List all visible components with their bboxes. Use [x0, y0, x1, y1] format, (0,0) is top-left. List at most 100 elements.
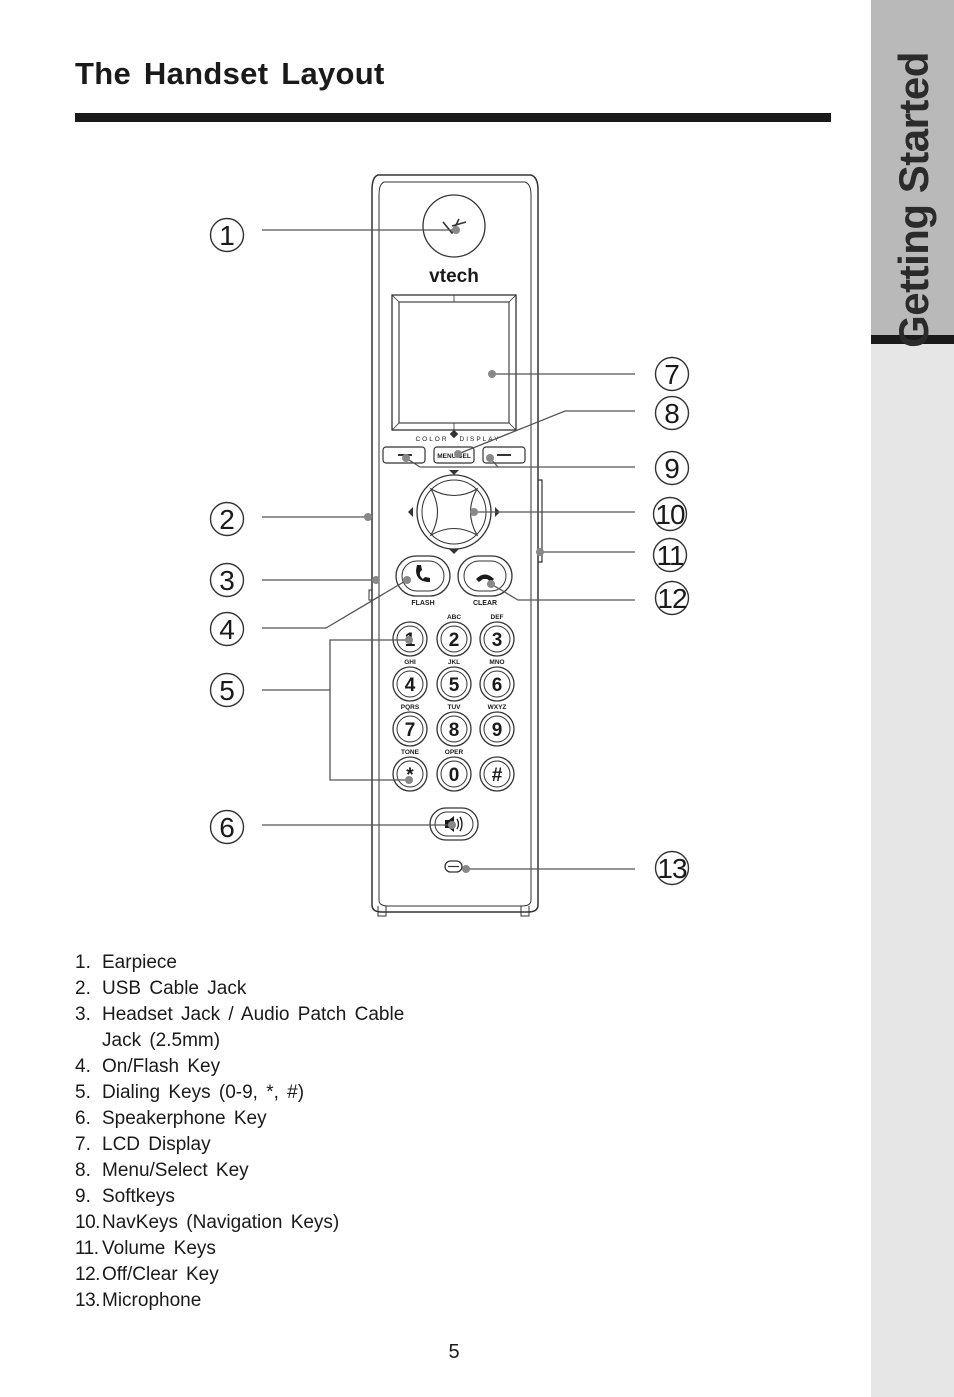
legend-item: 6. Speakerphone Key [75, 1106, 404, 1132]
dial-key-digit: 3 [492, 630, 503, 651]
title-rule [75, 113, 831, 122]
legend-number: 12. [75, 1264, 100, 1285]
callout-13: 13 [654, 850, 690, 886]
dial-key-digit: 2 [449, 630, 460, 651]
display-label-right: DISPLAY [460, 436, 501, 443]
legend-number: 5. [75, 1082, 91, 1103]
flash-label: FLASH [411, 600, 434, 607]
clear-label: CLEAR [473, 600, 497, 607]
side-tab-divider [871, 335, 954, 344]
dial-key-letters: TONE [401, 749, 420, 756]
legend-text: Headset Jack / Audio Patch Cable [102, 1004, 405, 1025]
dial-key-6[interactable]: 6 MNO [479, 659, 515, 702]
dial-key-letters: GHI [404, 659, 416, 666]
callout-number: 12 [657, 583, 687, 614]
legend-item: 9.Softkeys [75, 1184, 404, 1210]
dial-key-star[interactable]: * TONE [392, 749, 428, 792]
callout-3: 3 [209, 562, 245, 598]
callout-8: 8 [654, 395, 690, 431]
dial-key-digit: # [492, 765, 503, 786]
legend-item: 1. Earpiece [75, 950, 404, 976]
dial-key-digit: 8 [449, 720, 460, 741]
legend-text: Microphone [102, 1290, 202, 1311]
callout-7: 7 [654, 356, 690, 392]
legend-number: 13. [75, 1290, 100, 1311]
dial-key-digit: 9 [492, 720, 503, 741]
dial-key-digit: 6 [492, 675, 503, 696]
nav-keys[interactable] [408, 470, 500, 554]
legend-number: 8. [75, 1160, 91, 1181]
legend-item: 4. On/Flash Key [75, 1054, 404, 1080]
legend-number: 3. [75, 1004, 91, 1025]
legend-text: On/Flash Key [102, 1056, 221, 1077]
legend-number: 11. [75, 1238, 99, 1259]
callout-number: 10 [655, 499, 685, 530]
callout-number: 5 [219, 675, 235, 706]
legend-item: 10.NavKeys (Navigation Keys) [75, 1210, 404, 1236]
legend-number: 7. [75, 1134, 91, 1155]
callout-4: 4 [209, 611, 245, 647]
legend-item: 11.Volume Keys [75, 1236, 404, 1262]
callout-dots [364, 226, 544, 873]
dial-key-letters: TUV [448, 704, 462, 711]
dial-key-letters: ABC [447, 614, 461, 621]
callout-number: 3 [219, 565, 235, 596]
legend-text: Dialing Keys (0-9, *, #) [102, 1082, 305, 1103]
callout-number: 4 [219, 614, 235, 645]
dial-key-digit: * [406, 765, 414, 786]
callout-9: 9 [654, 450, 690, 486]
legend-item: 12.Off/Clear Key [75, 1262, 404, 1288]
dial-key-letters: MNO [489, 659, 504, 666]
legend-item: 5. Dialing Keys (0-9, *, #) [75, 1080, 404, 1106]
dial-key-5[interactable]: 5 JKL [436, 659, 472, 702]
dial-key-letters: JKL [448, 659, 460, 666]
diamond-icon [449, 429, 459, 439]
dial-key-letters: WXYZ [488, 704, 507, 711]
side-tab-header [871, 0, 954, 335]
legend-text: Softkeys [102, 1186, 175, 1207]
parts-legend: 1. Earpiece 2. USB Cable Jack 3. Headset Jack… [75, 950, 404, 1314]
dial-key-letters: OPER [445, 749, 464, 756]
earpiece-icon [422, 194, 486, 258]
callout-number: 13 [657, 853, 687, 884]
legend-text: USB Cable Jack [102, 978, 247, 999]
legend-text: Earpiece [102, 952, 177, 973]
legend-number: 1. [75, 952, 91, 973]
callout-1: 1 [209, 217, 245, 253]
legend-number: 6. [75, 1108, 91, 1129]
display-label-left: COLOR [415, 436, 448, 443]
callout-number: 9 [664, 453, 680, 484]
microphone-icon [444, 860, 463, 873]
brand-logo: vtech [429, 266, 479, 287]
callout-lines [262, 229, 635, 870]
legend-text: Speakerphone Key [102, 1108, 267, 1129]
legend-item: 2. USB Cable Jack [75, 976, 404, 1002]
callout-10: 10 [652, 496, 688, 532]
callout-number: 6 [219, 812, 235, 843]
dial-key-2[interactable]: 2 ABC [436, 614, 472, 657]
legend-text: Menu/Select Key [102, 1160, 249, 1181]
dial-key-9[interactable]: 9 WXYZ [479, 704, 515, 747]
dial-key-8[interactable]: 8 TUV [436, 704, 472, 747]
dial-key-hash[interactable]: # [479, 756, 515, 792]
callout-11: 11 [652, 537, 688, 573]
dialing-keys: 12ABC3DEF4GHI5JKL6MNO7PQRS8TUV9WXYZ*TONE… [392, 614, 515, 792]
on-flash-key[interactable] [395, 555, 451, 597]
off-clear-key[interactable] [457, 555, 513, 597]
legend-number: 2. [75, 978, 91, 999]
callout-5: 5 [209, 672, 245, 708]
legend-item: 8. Menu/Select Key [75, 1158, 404, 1184]
legend-text-continued: Jack (2.5mm) [102, 1030, 221, 1051]
dial-key-letters: DEF [491, 614, 504, 621]
legend-number: 4. [75, 1056, 91, 1077]
dial-key-letters: PQRS [401, 704, 420, 711]
dial-key-digit: 5 [449, 675, 460, 696]
callout-6: 6 [209, 809, 245, 845]
callout-number: 7 [664, 359, 680, 390]
menu-label: MENU/SEL [437, 453, 471, 460]
dial-key-3[interactable]: 3 DEF [479, 614, 515, 657]
